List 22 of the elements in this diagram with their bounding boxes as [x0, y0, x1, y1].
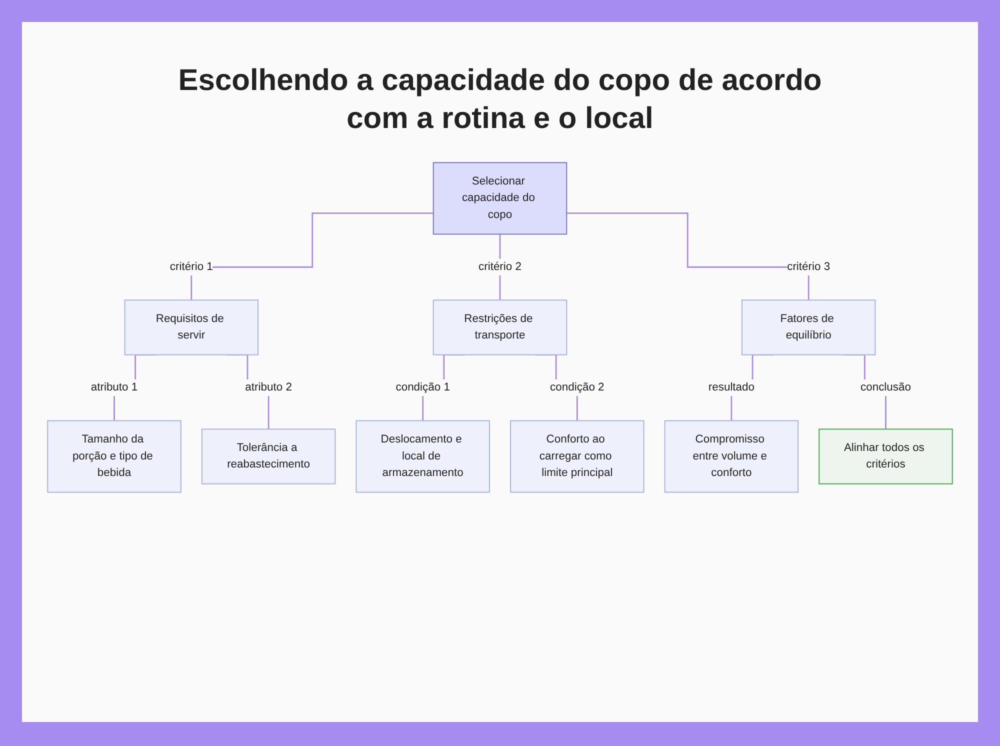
node-box: Alinhar todos os critérios [818, 428, 953, 484]
edge-label: atributo 1 [90, 381, 138, 394]
node-box: Restrições de transporte [432, 300, 568, 356]
node-box: Deslocamento e local de armazenamento [356, 420, 490, 493]
diagram-title: Escolhendo a capacidade do copo de acordo com a rotina e o local [177, 63, 823, 137]
edge-label: resultado [708, 381, 755, 394]
edge-label: critério 3 [787, 260, 830, 273]
connector [566, 212, 810, 301]
edge-label: condição 2 [550, 381, 604, 394]
edge-label: atributo 2 [245, 381, 292, 394]
edge-label: condição 1 [396, 381, 450, 394]
connector [190, 212, 434, 301]
node-box: Tolerância a reabastecimento [201, 428, 336, 484]
edge-label: critério 1 [170, 260, 213, 273]
node-box: Fatores de equilíbrio [741, 300, 876, 356]
edge-label: conclusão [860, 381, 912, 394]
node-box: Compromisso entre volume e conforto [664, 420, 799, 493]
node-box: Requisitos de servir [124, 300, 259, 356]
node-box: Tamanho da porção e tipo de bebida [47, 420, 182, 493]
node-box: Conforto ao carregar como limite principal [510, 420, 644, 493]
edge-label: critério 2 [478, 260, 522, 273]
node-box: Selecionar capacidade do copo [432, 162, 568, 235]
